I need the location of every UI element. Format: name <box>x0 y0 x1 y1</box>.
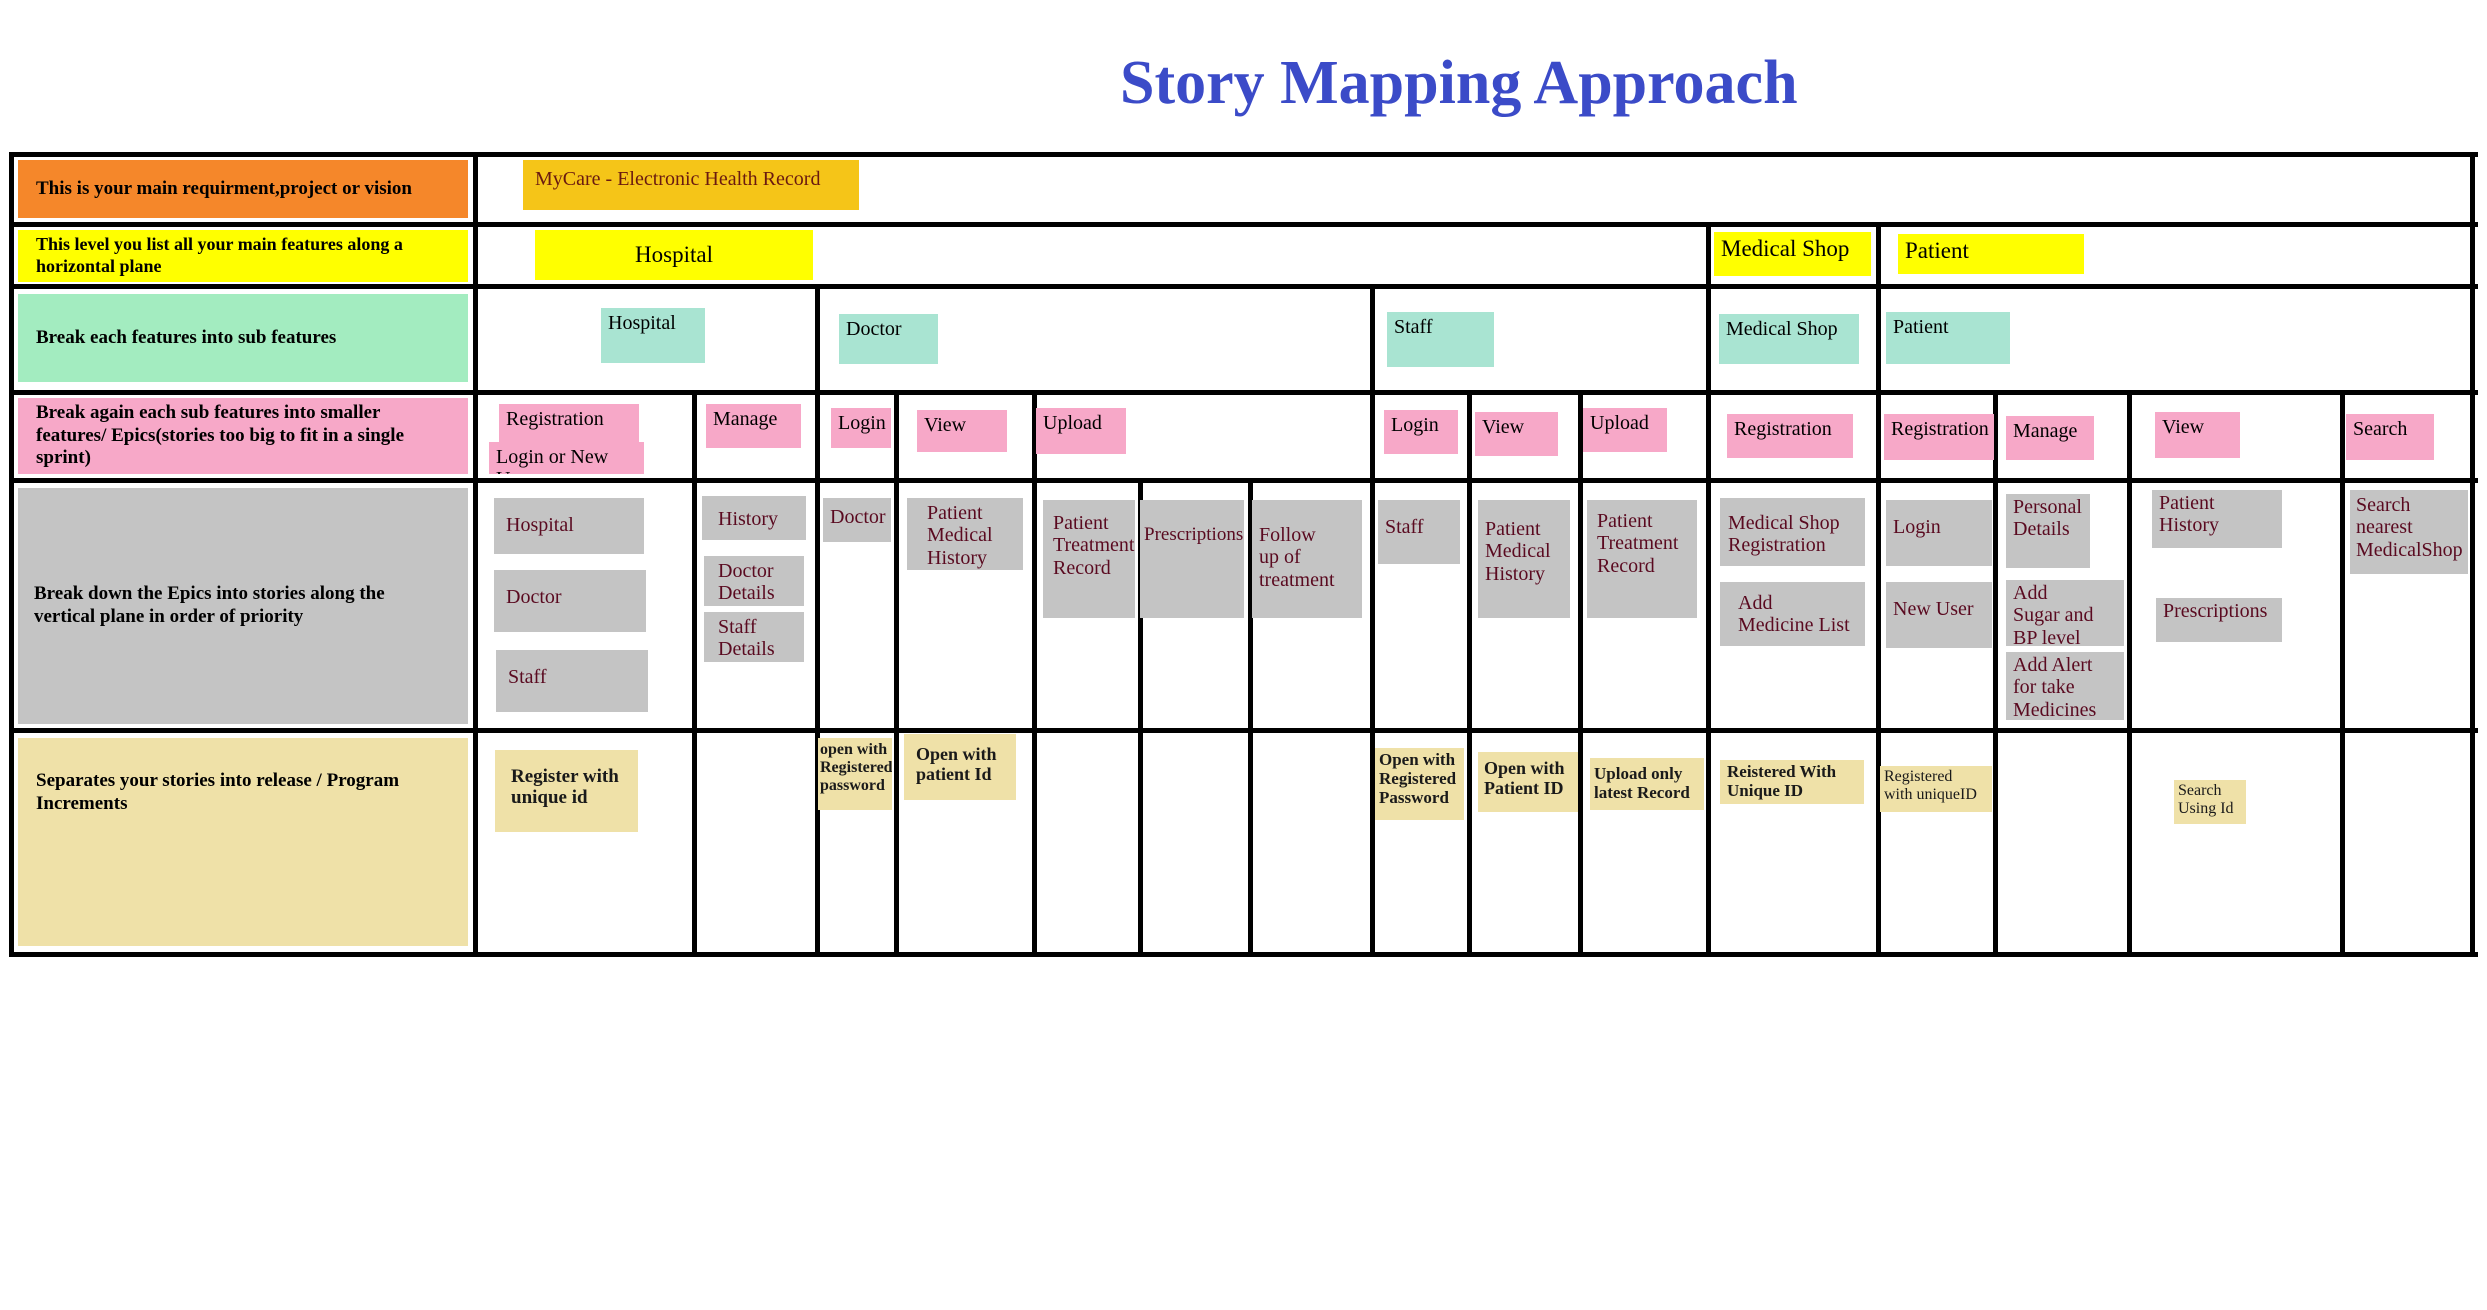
row-label-sub-features: Break each features into sub features <box>18 294 468 382</box>
epic-hospital-manage: Manage <box>706 404 801 448</box>
release-open-patient-id: Open with patient Id <box>904 734 1016 800</box>
sub-feature-medical-shop: Medical Shop <box>1719 314 1859 364</box>
story-staff-card: Staff <box>1378 500 1460 564</box>
epic-hospital-registration: Registration <box>499 404 639 442</box>
story-follow-up: Follow up of treatment <box>1252 500 1362 618</box>
release-patient-registered-unique-id: Registered with uniqueID <box>1880 766 1992 812</box>
sub-feature-staff: Staff <box>1387 312 1494 367</box>
story-add-sugar: Add Sugar and BP level <box>2006 580 2124 646</box>
row-label-releases: Separates your stories into release / Pr… <box>18 738 468 946</box>
epic-hospital-login-new-user: Login or New User <box>489 442 644 474</box>
epic-staff-view: View <box>1475 412 1558 456</box>
sub-feature-patient: Patient <box>1886 312 2010 364</box>
story-staff-details: Staff Details <box>704 612 804 662</box>
row-label-stories: Break down the Epics into stories along … <box>18 488 468 724</box>
epic-shop-registration: Registration <box>1727 414 1853 458</box>
feature-medical-shop: Medical Shop <box>1714 232 1871 276</box>
page-title: Story Mapping Approach <box>1120 49 1798 117</box>
feature-patient: Patient <box>1898 234 2084 274</box>
story-staff-patient-medical-history: Patient Medical History <box>1478 500 1570 618</box>
row-label-features: This level you list all your main featur… <box>18 230 468 282</box>
story-history: History <box>702 496 806 540</box>
epic-patient-search: Search <box>2346 414 2434 460</box>
story-add-alert: Add Alert for take Medicines <box>2006 652 2124 720</box>
epic-doctor-login: Login <box>831 408 891 448</box>
release-doctor-open-password: open with Registered password <box>818 738 892 810</box>
release-open-patient-id-staff: Open with Patient ID <box>1478 752 1578 812</box>
release-upload-latest-record: Upload only latest Record <box>1590 758 1704 810</box>
story-new-user: New User <box>1886 582 1992 648</box>
release-staff-open-password: Open with Registered Password <box>1375 748 1464 820</box>
epic-patient-registration: Registration <box>1884 414 1994 460</box>
epic-patient-manage: Manage <box>2006 416 2094 460</box>
epic-staff-upload: Upload <box>1583 408 1667 452</box>
story-patient-treatment-record: Patient Treatment Record <box>1043 500 1135 618</box>
story-staff-patient-treatment-record: Patient Treatment Record <box>1587 500 1697 618</box>
release-shop-registered-unique-id: Reistered With Unique ID <box>1720 760 1864 804</box>
story-search-nearest: Search nearest MedicalShop <box>2350 490 2468 574</box>
story-staff: Staff <box>496 650 648 712</box>
story-login: Login <box>1886 500 1992 566</box>
story-doctor-details: Doctor Details <box>704 556 804 606</box>
story-prescriptions: Prescriptions <box>1140 500 1244 618</box>
epic-staff-login: Login <box>1384 410 1458 454</box>
story-patient-prescriptions: Prescriptions <box>2156 598 2282 642</box>
epic-doctor-view: View <box>917 410 1007 452</box>
release-register-unique-id: Register with unique id <box>495 750 638 832</box>
row-label-vision: This is your main requirment,project or … <box>18 160 468 218</box>
release-search-using-id: Search Using Id <box>2174 780 2246 824</box>
story-patient-history: Patient History <box>2152 490 2282 548</box>
story-doctor-card: Doctor <box>823 498 891 542</box>
epic-doctor-upload: Upload <box>1036 408 1126 454</box>
story-patient-medical-history: Patient Medical History <box>907 498 1023 570</box>
sub-feature-hospital: Hospital <box>601 308 705 363</box>
row-label-epics: Break again each sub features into small… <box>18 398 468 474</box>
story-hospital: Hospital <box>494 498 644 554</box>
story-personal-details: Personal Details <box>2006 494 2090 568</box>
story-doctor: Doctor <box>494 570 646 632</box>
sub-feature-doctor: Doctor <box>839 314 938 364</box>
epic-patient-view: View <box>2155 412 2240 458</box>
feature-hospital: Hospital <box>535 230 813 280</box>
story-shop-registration: Medical Shop Registration <box>1720 498 1865 566</box>
story-add-medicine-list: Add Medicine List <box>1720 582 1865 646</box>
vision-card: MyCare - Electronic Health Record <box>523 160 859 210</box>
